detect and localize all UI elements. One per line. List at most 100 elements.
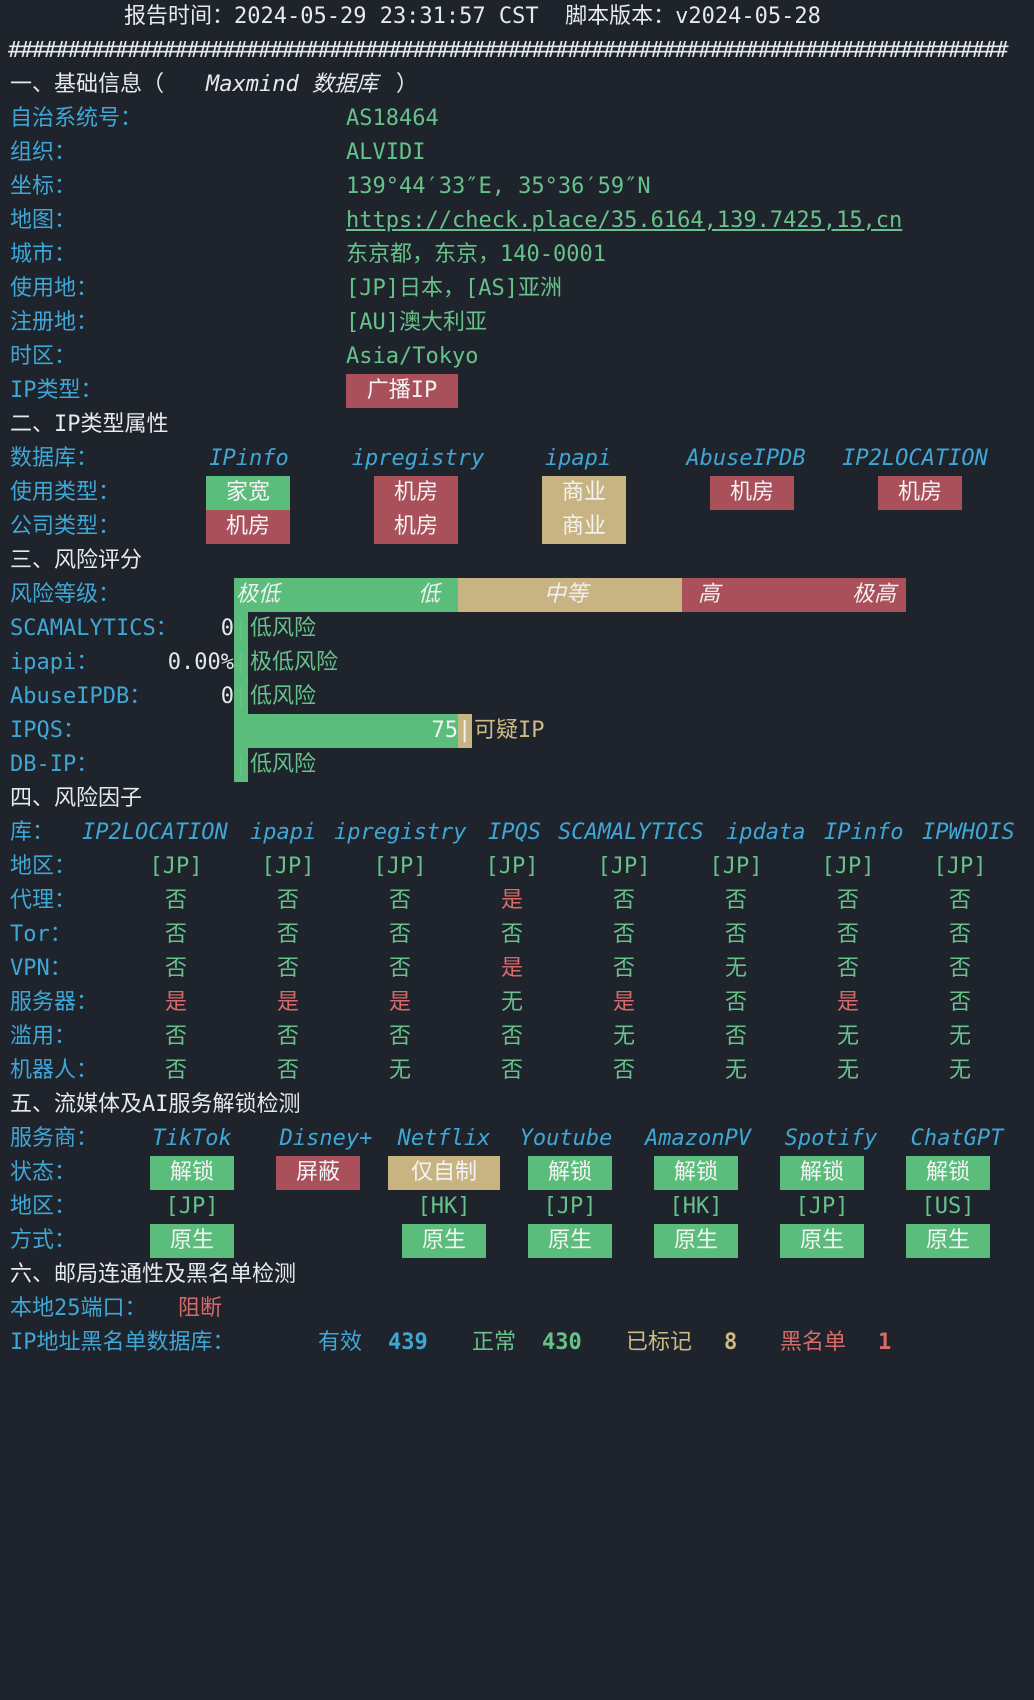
row-services: 服务商： TikTok Disney+ Netflix Youtube Amaz… — [0, 1122, 1034, 1156]
org-label: 组织： — [10, 140, 77, 165]
use-label: 使用地： — [10, 276, 99, 301]
factor-cell: 否 — [276, 956, 299, 981]
blacklisted-label: 黑名单 — [780, 1330, 847, 1355]
status-badge: 解锁 — [150, 1156, 234, 1190]
factor-cell: 否 — [724, 922, 747, 947]
service-region: [JP] — [543, 1194, 597, 1219]
map-link[interactable]: https://check.place/35.6164,139.7425,15,… — [346, 208, 903, 233]
factor-cell: 否 — [724, 1024, 747, 1049]
score-label: AbuseIPDB： — [10, 684, 152, 709]
row-service-status: 状态： 解锁 屏蔽 仅自制 解锁 解锁 解锁 解锁 — [0, 1156, 1034, 1190]
coord-label: 坐标： — [10, 174, 77, 199]
valid-count: 439 — [388, 1330, 428, 1355]
factor-cell: 无 — [836, 1024, 859, 1049]
factor-row: 机器人：否否无否否无无无 — [0, 1054, 1034, 1088]
factor-cell: 否 — [500, 1058, 523, 1083]
svc-label: 服务商： — [10, 1126, 99, 1151]
iptype-label: IP类型： — [10, 378, 103, 403]
section-title: 六、邮局连通性及黑名单检测 — [10, 1262, 297, 1287]
factor-cell: 无 — [948, 1024, 971, 1049]
row-timezone: 时区： Asia/Tokyo — [0, 340, 1034, 374]
section-mail-title: 六、邮局连通性及黑名单检测 — [0, 1258, 1034, 1292]
score-verdict: 低风险 — [250, 616, 317, 641]
risk-level-label: 风险等级： — [10, 582, 121, 607]
factor-cell: 无 — [724, 1058, 747, 1083]
score-marker: | — [234, 616, 248, 641]
lib-name: IP2LOCATION — [82, 820, 228, 845]
status-badge: 解锁 — [654, 1156, 738, 1190]
score-marker: | — [234, 752, 248, 777]
risk-level-very-high: 极高 — [852, 582, 897, 607]
lib-name: ipapi — [250, 820, 317, 845]
score-label: IPQS： — [10, 718, 85, 743]
row-port25: 本地25端口： 阻断 — [0, 1292, 1034, 1326]
method-badge: 原生 — [150, 1224, 234, 1258]
section-risk-title: 三、风险评分 — [0, 544, 1034, 578]
service-region: [HK] — [417, 1194, 471, 1219]
service-name: Youtube — [519, 1126, 613, 1151]
port-status: 阻断 — [178, 1296, 223, 1321]
factor-label: Tor： — [10, 922, 72, 947]
marked-count: 8 — [724, 1330, 738, 1355]
score-bar — [234, 612, 248, 646]
factor-row: VPN：否否否是否无否否 — [0, 952, 1034, 986]
company-badge: 机房 — [374, 510, 458, 544]
db-name: IP2LOCATION — [842, 446, 988, 471]
separator-line: ########################################… — [0, 34, 1034, 68]
row-ip-type: IP类型： 广播IP — [0, 374, 1034, 408]
score-bar — [234, 748, 248, 782]
lib-name: SCAMALYTICS — [558, 820, 704, 845]
factor-label: 代理： — [10, 888, 77, 913]
factor-cell: 否 — [612, 956, 635, 981]
risk-scale-low — [234, 578, 458, 612]
factor-label: 服务器： — [10, 990, 99, 1015]
row-factor-libs: 库： IP2LOCATION ipapi ipregistry IPQS SCA… — [0, 816, 1034, 850]
valid-label: 有效 — [318, 1330, 363, 1355]
factor-cell: 是 — [388, 990, 411, 1015]
score-marker: | — [234, 650, 248, 675]
score-verdict: 可疑IP — [474, 718, 545, 743]
lib-name: ipdata — [726, 820, 806, 845]
factor-cell: 否 — [836, 888, 859, 913]
factor-cell: [JP] — [597, 854, 651, 879]
score-bar — [234, 680, 248, 714]
factor-row: 地区：[JP][JP][JP][JP][JP][JP][JP][JP] — [0, 850, 1034, 884]
factor-row: 代理：否否否是否否否否 — [0, 884, 1034, 918]
asn-label: 自治系统号： — [10, 106, 143, 131]
service-region: [US] — [921, 1194, 975, 1219]
factor-cell: 否 — [612, 888, 635, 913]
risk-scale-medium — [458, 578, 682, 612]
map-label: 地图： — [10, 208, 77, 233]
factor-cell: 是 — [836, 990, 859, 1015]
lib-name: ipregistry — [334, 820, 467, 845]
factor-cell: [JP] — [373, 854, 427, 879]
factor-cell: 否 — [164, 1024, 187, 1049]
lib-name: IPinfo — [824, 820, 904, 845]
service-name: ChatGPT — [910, 1126, 1004, 1151]
factor-cell: 否 — [388, 956, 411, 981]
iptype-badge: 广播IP — [346, 374, 458, 408]
factor-row: 服务器：是是是无是否是否 — [0, 986, 1034, 1020]
service-region: [JP] — [795, 1194, 849, 1219]
usage-badge: 机房 — [878, 476, 962, 510]
factor-cell: [JP] — [149, 854, 203, 879]
service-name: Spotify — [784, 1126, 878, 1151]
section-iptype-title: 二、IP类型属性 — [0, 408, 1034, 442]
reg-label: 注册地： — [10, 310, 99, 335]
method-label: 方式： — [10, 1228, 77, 1253]
factor-label: 机器人： — [10, 1058, 99, 1083]
factor-cell: 否 — [612, 1058, 635, 1083]
status-badge: 解锁 — [528, 1156, 612, 1190]
city-label: 城市： — [10, 242, 77, 267]
row-map: 地图： https://check.place/35.6164,139.7425… — [0, 204, 1034, 238]
factor-cell: 否 — [164, 888, 187, 913]
service-name: Netflix — [397, 1126, 491, 1151]
usage-badge: 商业 — [542, 476, 626, 510]
company-badge: 机房 — [206, 510, 290, 544]
factor-cell: [JP] — [821, 854, 875, 879]
usage-badge: 机房 — [374, 476, 458, 510]
section-factors-title: 四、风险因子 — [0, 782, 1034, 816]
score-value: 75 — [431, 718, 459, 743]
status-badge: 仅自制 — [388, 1156, 500, 1190]
coord-value: 139°44′33″E, 35°36′59″N — [346, 174, 651, 199]
